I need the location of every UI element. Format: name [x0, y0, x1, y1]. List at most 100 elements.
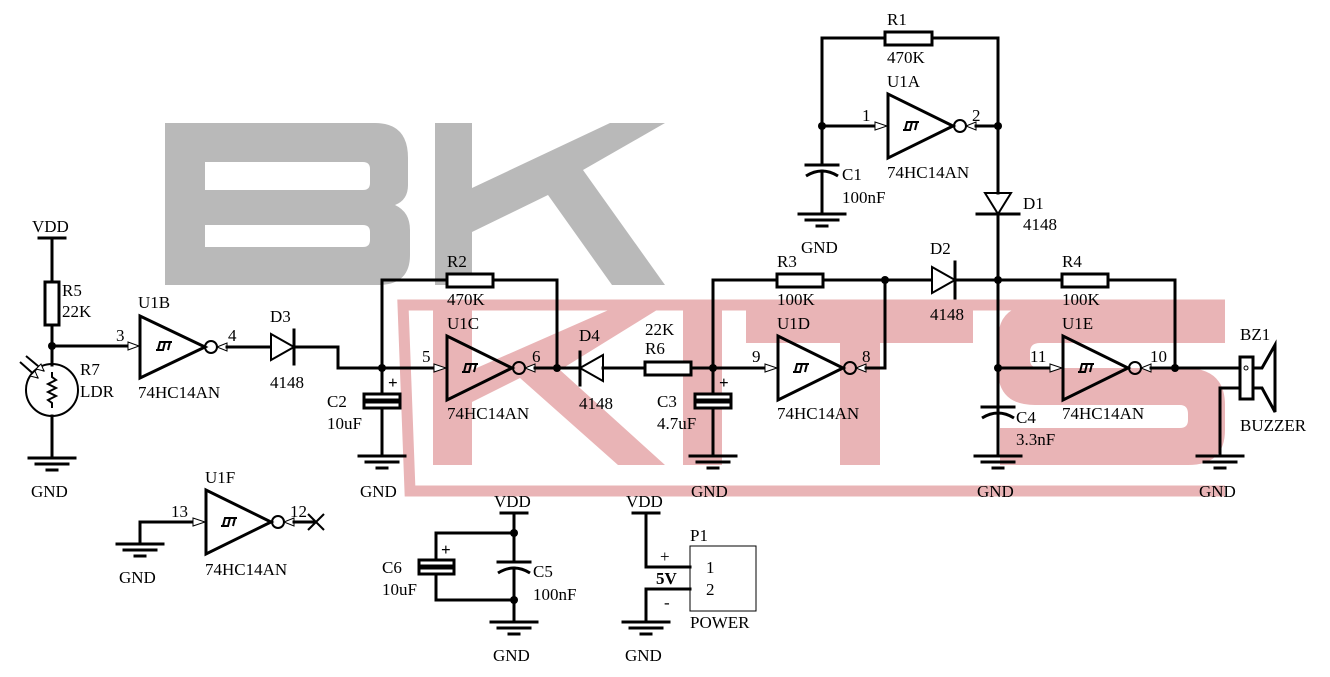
polarity-mark: +	[719, 373, 729, 392]
inverter-u1f[interactable]: 13 12 U1F 74HC14AN	[171, 468, 307, 579]
power-net-label: VDD	[494, 492, 531, 511]
watermark-kits	[397, 299, 1225, 497]
pin-number-label: 12	[290, 502, 307, 521]
power-net-label: GND	[360, 482, 397, 501]
component-value-label: 10uF	[382, 580, 417, 599]
capacitor-c1[interactable]: C1 100nF	[804, 124, 885, 216]
symbol-shape	[35, 363, 45, 372]
capacitor-c5[interactable]: C5 100nF	[496, 560, 576, 624]
no-connect-marker	[307, 513, 325, 531]
symbol-shape	[776, 333, 847, 403]
resistor-r4[interactable]: R4 100K	[1060, 252, 1110, 309]
symbol-shape	[689, 545, 757, 612]
symbol-shape	[362, 392, 402, 402]
component-ref-label: D1	[1023, 194, 1044, 213]
capacitor-c2[interactable]: + C2 10uF	[327, 366, 402, 458]
inverter-u1d[interactable]: 9 8 U1D 74HC14AN	[752, 314, 871, 423]
symbol-shape	[775, 272, 825, 289]
part-number-label: 74HC14AN	[777, 404, 859, 423]
component-ref-label: C2	[327, 392, 347, 411]
part-number-label: 74HC14AN	[447, 404, 529, 423]
power-net-label: VDD	[626, 492, 663, 511]
symbol-shape	[127, 341, 141, 351]
gnd-symbol-p1: GND	[621, 620, 671, 665]
gnd-symbol-c4: GND	[973, 454, 1023, 501]
symbol-shape	[764, 363, 779, 373]
power-net-label: GND	[1199, 482, 1236, 501]
diode-d3[interactable]: D3 4148	[270, 307, 304, 392]
component-value-label: 3.3nF	[1016, 430, 1055, 449]
wire	[491, 278, 559, 370]
component-value-label: POWER	[690, 613, 750, 632]
component-ref-label: D2	[930, 239, 951, 258]
connector-p1[interactable]: P1 1 2 + 5V - POWER	[656, 526, 757, 632]
inverter-u1e[interactable]: 11 10 U1E 74HC14AN	[1030, 314, 1167, 423]
component-value-label: 10uF	[327, 414, 362, 433]
component-ref-label: C4	[1016, 408, 1036, 427]
symbol-shape	[874, 121, 889, 131]
pin-number-label: 9	[752, 347, 761, 366]
watermark-letter-k2	[433, 305, 665, 465]
pin-number-label: 2	[972, 106, 981, 125]
capacitor-c6[interactable]: + C6 10uF	[382, 540, 456, 599]
symbol-shape	[138, 313, 209, 381]
wire	[930, 36, 1000, 128]
inverter-u1c[interactable]: 5 6 U1C 74HC14AN	[422, 314, 541, 423]
wire	[434, 572, 516, 602]
part-number-label: 74HC14AN	[887, 163, 969, 182]
wire	[292, 345, 384, 370]
pin-number-label: 5	[422, 347, 431, 366]
symbol-shape	[886, 91, 957, 161]
component-ref-label: U1C	[447, 314, 479, 333]
component-ref-label: C5	[533, 562, 553, 581]
symbol-shape	[883, 30, 934, 47]
resistor-r1[interactable]: R1 470K	[883, 10, 934, 67]
component-ref-label: BZ1	[1240, 325, 1270, 344]
junction	[510, 529, 518, 537]
label: 5V	[656, 569, 678, 588]
component-ref-label: R7	[80, 360, 100, 379]
wire	[644, 587, 692, 624]
symbol-shape	[1078, 363, 1094, 373]
buzzer-bz1[interactable]: BZ1 BUZZER	[1238, 325, 1307, 435]
resistor-r2[interactable]: R2 470K	[445, 252, 495, 309]
resistor-r3[interactable]: R3 100K	[775, 252, 825, 309]
component-ref-label: U1E	[1062, 314, 1093, 333]
component-ref-label: R3	[777, 252, 797, 271]
component-value-label: 22K	[645, 320, 675, 339]
polarity-mark: +	[441, 540, 451, 559]
component-value-label: 4148	[579, 394, 613, 413]
symbol-shape	[192, 517, 207, 527]
symbol-shape	[43, 280, 61, 327]
component-value-label: 4.7uF	[657, 414, 696, 433]
power-net-label: GND	[31, 482, 68, 501]
symbol-shape	[417, 558, 456, 568]
power-net-label: GND	[691, 482, 728, 501]
component-value-label: 4148	[930, 305, 964, 324]
component-value-label: 470K	[447, 290, 486, 309]
diode-d1[interactable]: D1 4148	[975, 192, 1057, 234]
inverter-u1b[interactable]: 3 4 U1B 74HC14AN	[116, 293, 237, 402]
power-net-label: GND	[119, 568, 156, 587]
component-ref-label: U1A	[887, 72, 921, 91]
diode-d4[interactable]: D4 4148	[577, 326, 613, 413]
inverter-u1a[interactable]: 1 2 U1A 74HC14AN	[862, 72, 981, 182]
capacitor-c3[interactable]: + C3 4.7uF	[657, 366, 733, 458]
wire	[380, 278, 449, 370]
wire	[711, 278, 779, 370]
pin-number-label: 8	[862, 347, 871, 366]
symbol-shape	[445, 272, 495, 289]
ldr-r7[interactable]: R7 LDR	[19, 355, 115, 417]
symbol-shape	[307, 513, 325, 531]
watermark-letter-k	[435, 123, 665, 285]
power-net-label: VDD	[32, 217, 69, 236]
pin-number-label: 1	[706, 558, 715, 577]
capacitor-c4[interactable]: C4 3.3nF	[980, 405, 1055, 458]
gnd-symbol-c2: GND	[357, 454, 407, 501]
resistor-r5[interactable]: R5 22K	[43, 280, 92, 327]
symbol-shape	[903, 121, 919, 131]
wire	[864, 278, 887, 370]
junction	[553, 364, 561, 372]
component-value-label: 4148	[1023, 215, 1057, 234]
